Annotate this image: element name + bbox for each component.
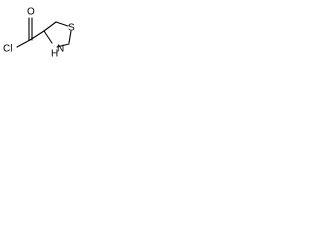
bond-c2-n <box>56 43 70 48</box>
bond-c5-s <box>55 21 69 27</box>
bonds <box>16 17 72 48</box>
atom-nitrogen: N <box>57 44 64 55</box>
bond-c-cl <box>16 39 31 48</box>
bond-s-c2 <box>68 30 72 44</box>
atom-labels: O Cl S H N <box>3 7 75 60</box>
atom-chlorine: Cl <box>3 44 12 55</box>
atom-sulfur: S <box>68 23 75 34</box>
bond-c-c4 <box>29 30 45 41</box>
atom-nitrogen-h-h: H <box>51 49 58 60</box>
atom-oxygen: O <box>27 7 35 18</box>
bond-c4-c5 <box>43 21 57 32</box>
structure-canvas: O Cl S H N <box>3 7 75 60</box>
bond-n-c4 <box>43 30 53 44</box>
